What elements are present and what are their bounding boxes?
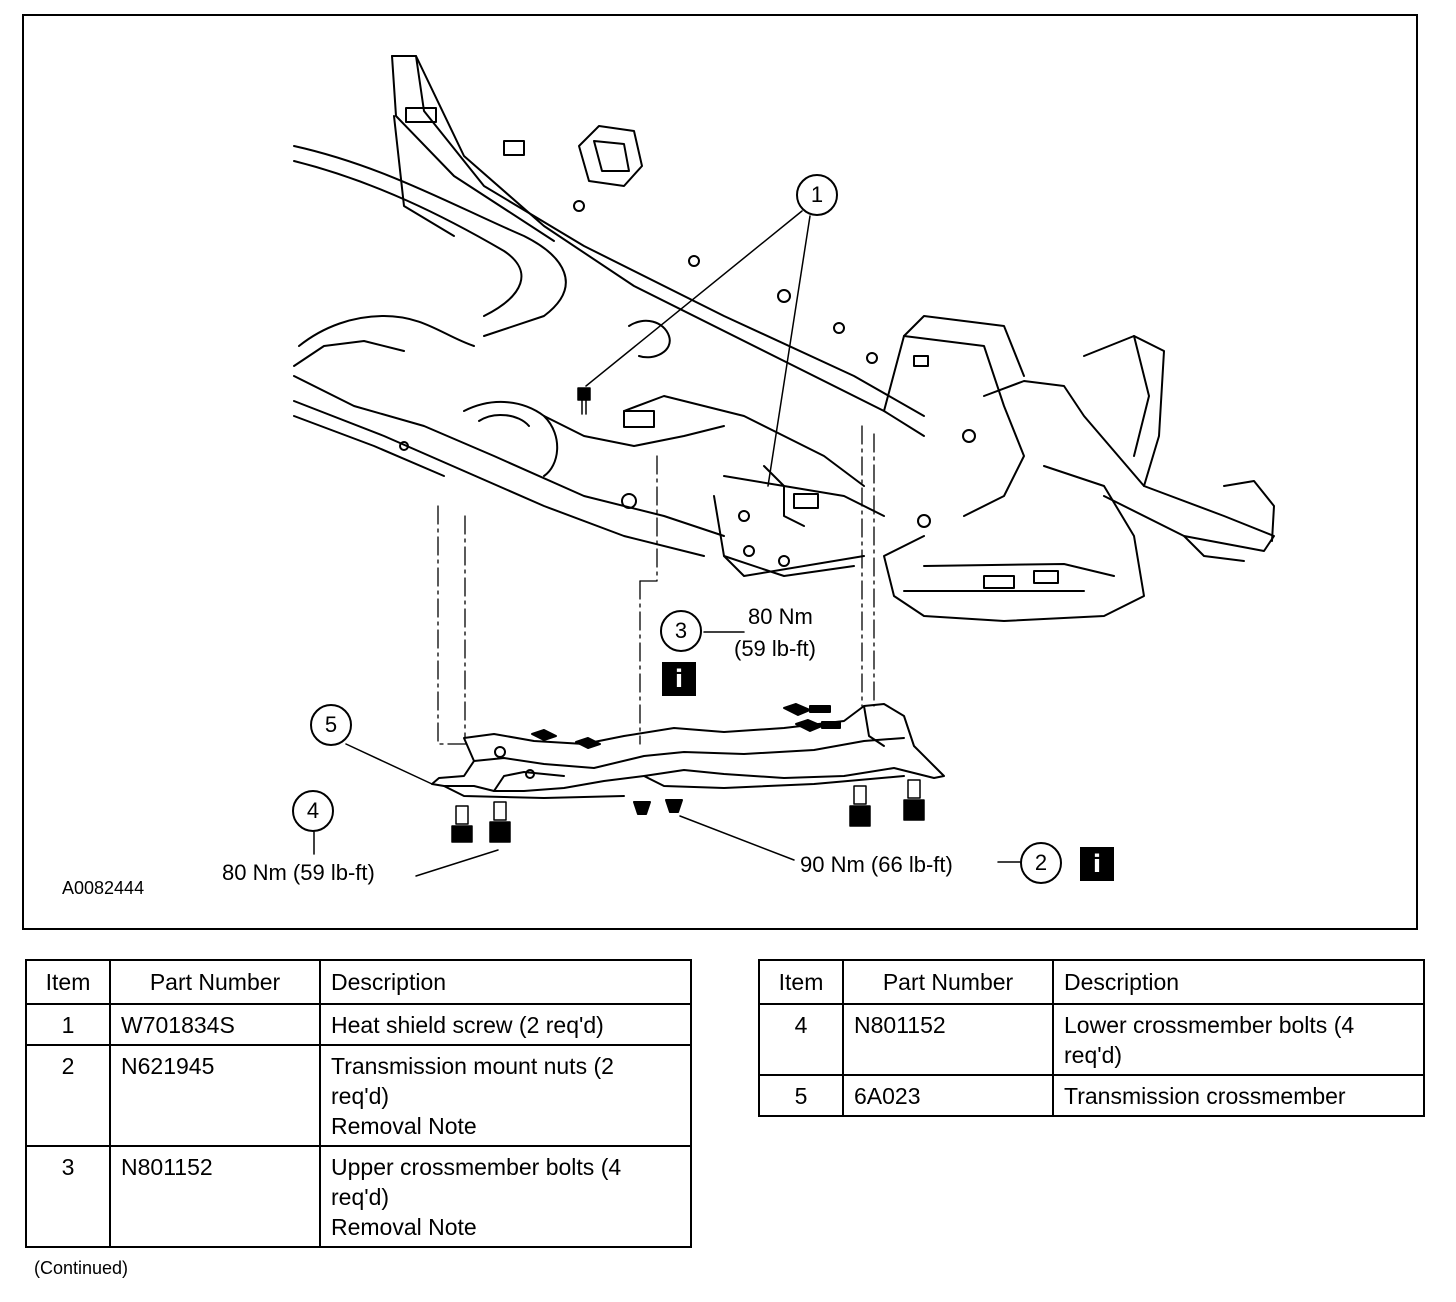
item-number: 4 — [758, 1003, 844, 1076]
part-number: N801152 — [109, 1145, 321, 1248]
header-description: Description — [319, 959, 692, 1005]
right-frame-bracket — [883, 315, 1275, 622]
frame-crossmember-illustration — [293, 55, 1275, 877]
description-line: req'd) — [331, 1083, 390, 1109]
item-number: 5 — [758, 1074, 844, 1117]
left-frame-rail — [391, 55, 925, 437]
description-line: Upper crossmember bolts (4 — [331, 1154, 622, 1180]
description: Heat shield screw (2 req'd) — [319, 1003, 692, 1046]
callout-3: 3 — [660, 610, 702, 652]
description-line: Transmission crossmember — [1064, 1083, 1346, 1109]
description-line: Removal Note — [331, 1214, 477, 1240]
description-line: req'd) — [1064, 1042, 1123, 1068]
item-number: 2 — [25, 1044, 111, 1147]
header-item: Item — [758, 959, 844, 1005]
item-number: 1 — [25, 1003, 111, 1046]
description-line: Lower crossmember bolts (4 — [1064, 1012, 1355, 1038]
frame-curved-members — [293, 145, 725, 557]
transmission-crossmember — [431, 703, 945, 799]
part-number: N801152 — [842, 1003, 1054, 1076]
part-number: N621945 — [109, 1044, 321, 1147]
lower-crossmember-bolts — [451, 779, 925, 843]
illustration-id: A0082444 — [62, 878, 145, 898]
torque-label-3-nm: 80 Nm — [748, 604, 813, 629]
description-line: Removal Note — [331, 1113, 477, 1139]
description: Transmission mount nuts (2 req'd) Removal … — [319, 1044, 692, 1147]
torque-label-2: 90 Nm (66 lb-ft) — [800, 852, 953, 877]
header-part-number: Part Number — [842, 959, 1054, 1005]
info-icon-2[interactable]: i — [1080, 847, 1114, 881]
exploded-view-figure: 1 3 5 4 2 80 Nm (59 lb-ft) i 80 Nm (59 l… — [22, 14, 1418, 930]
description: Lower crossmember bolts (4 req'd) — [1052, 1003, 1425, 1076]
transmission-mount-nuts — [633, 799, 683, 815]
description-line: req'd) — [331, 1184, 390, 1210]
callout-4: 4 — [292, 790, 334, 832]
part-number: 6A023 — [842, 1074, 1054, 1117]
description-line: Heat shield screw (2 req'd) — [331, 1012, 604, 1038]
upper-crossmember-bolts — [531, 703, 841, 749]
part-number: W701834S — [109, 1003, 321, 1046]
header-part-number: Part Number — [109, 959, 321, 1005]
callout-2: 2 — [1020, 842, 1062, 884]
table-header-row: Item Part Number Description — [25, 959, 692, 1005]
info-icon-3[interactable]: i — [662, 662, 696, 696]
leader-lines — [313, 210, 1021, 877]
header-description: Description — [1052, 959, 1425, 1005]
description: Transmission crossmember — [1052, 1074, 1425, 1117]
alignment-lines — [437, 425, 875, 745]
torque-label-4: 80 Nm (59 lb-ft) — [222, 860, 375, 885]
item-number: 3 — [25, 1145, 111, 1248]
continued-note: (Continued) — [34, 1258, 129, 1278]
heat-shield-screw — [577, 387, 591, 415]
description: Upper crossmember bolts (4 req'd) Removal … — [319, 1145, 692, 1248]
header-item: Item — [25, 959, 111, 1005]
table-header-row: Item Part Number Description — [758, 959, 1425, 1005]
callout-5: 5 — [310, 704, 352, 746]
description-line: Transmission mount nuts (2 — [331, 1053, 614, 1079]
transmission-center-section — [463, 319, 885, 577]
torque-label-3-lbft: (59 lb-ft) — [734, 636, 816, 661]
callout-1: 1 — [796, 174, 838, 216]
